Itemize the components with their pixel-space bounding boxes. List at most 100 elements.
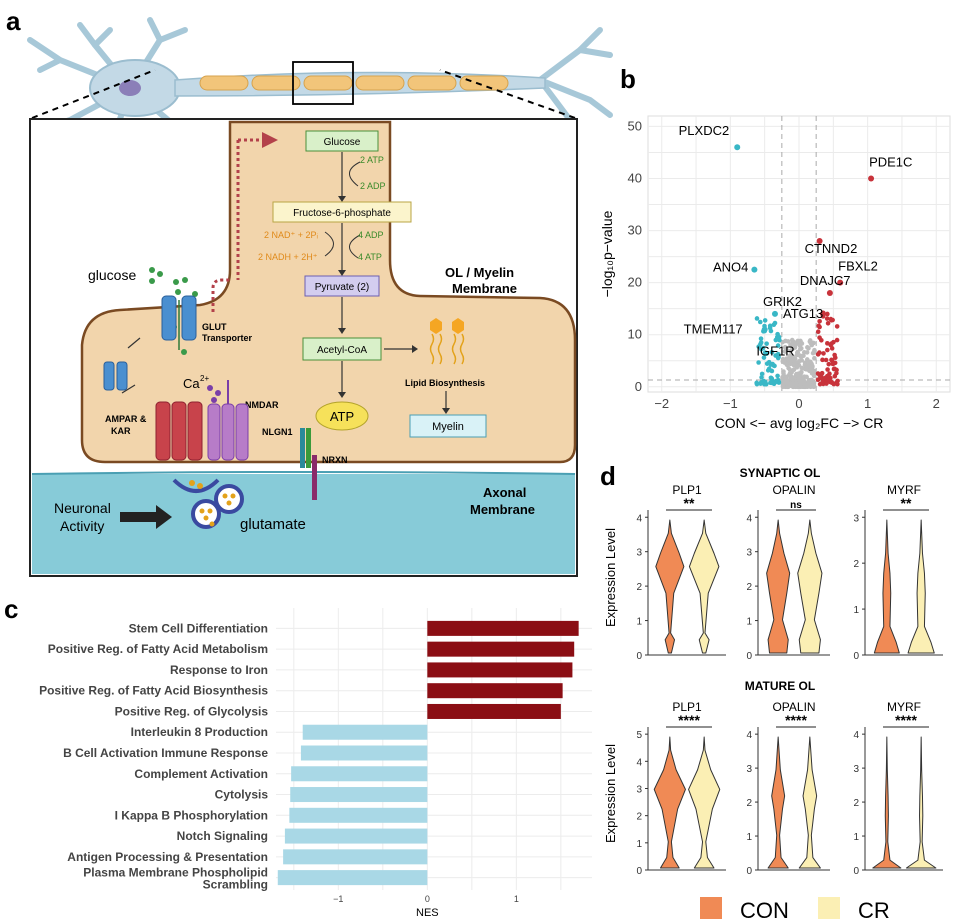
gene-point-ns xyxy=(798,354,804,360)
x-tick-label: −1 xyxy=(723,396,738,411)
gene-label: GRIK2 xyxy=(763,294,802,309)
gene-point-ns xyxy=(804,350,810,355)
gene-point-up xyxy=(820,379,825,385)
violin-cr xyxy=(798,736,821,869)
violin-tick-label: 3 xyxy=(636,548,642,559)
gene-point-up xyxy=(832,366,837,372)
svg-text:AMPAR &: AMPAR & xyxy=(105,414,147,424)
violin-con xyxy=(873,519,900,654)
gene-point-down xyxy=(769,368,775,374)
violin-tick-label: 1 xyxy=(746,832,752,843)
gene-point-ns xyxy=(784,380,790,386)
gene-point-up xyxy=(815,329,821,335)
violin-gene-title: OPALIN xyxy=(772,483,815,497)
significance-label: **** xyxy=(678,712,700,728)
svg-text:2 NAD⁺ + 2Pᵢ: 2 NAD⁺ + 2Pᵢ xyxy=(264,230,318,240)
gene-point-ns xyxy=(791,362,797,368)
gene-point-up xyxy=(834,337,840,343)
svg-text:OL / Myelin: OL / Myelin xyxy=(445,265,514,280)
panel-a-letter: a xyxy=(6,6,21,36)
gene-point-ns xyxy=(805,345,810,350)
gene-point-ns xyxy=(799,358,805,363)
gene-point-down xyxy=(767,323,773,329)
svg-text:GLUT: GLUT xyxy=(202,322,227,332)
glut-transporter-icon xyxy=(161,295,197,350)
labeled-gene-point xyxy=(761,326,768,333)
gene-point-up xyxy=(829,341,834,346)
gene-point-down xyxy=(754,381,760,386)
violin-con xyxy=(653,736,686,869)
panel-b-letter: b xyxy=(620,64,636,94)
gene-label: PLXDC2 xyxy=(679,123,730,138)
significance-label: **** xyxy=(895,712,917,728)
category-label: Complement Activation xyxy=(134,767,268,781)
y-tick-label: 20 xyxy=(628,275,642,290)
svg-text:Membrane: Membrane xyxy=(452,281,517,296)
gene-point-ns xyxy=(804,374,809,380)
violin-y-label: Expression Level xyxy=(603,528,618,627)
violin-tick-label: 0 xyxy=(746,866,752,877)
gene-point-down xyxy=(775,343,781,348)
violin-tick-label: 4 xyxy=(746,730,752,741)
labeled-gene-point xyxy=(734,144,741,151)
gene-point-up xyxy=(817,335,822,340)
gene-point-ns xyxy=(811,368,817,374)
x-tick-label: 0 xyxy=(425,894,430,904)
gene-point-down xyxy=(775,373,780,379)
gene-point-down xyxy=(764,341,769,346)
violin-gene-title: PLP1 xyxy=(672,700,702,714)
gene-point-down xyxy=(764,351,769,357)
gene-point-up xyxy=(834,370,839,376)
labeled-gene-point xyxy=(837,279,844,286)
nes-bar xyxy=(427,683,563,699)
violin-tick-label: 3 xyxy=(853,764,859,775)
gene-point-down xyxy=(757,319,763,325)
svg-text:KAR: KAR xyxy=(111,426,131,436)
violin-cr xyxy=(688,519,720,654)
nlgn1-nrxn-icon xyxy=(300,428,317,500)
nes-bar xyxy=(291,766,428,782)
violin-cr xyxy=(905,736,937,869)
panel-c-letter: c xyxy=(4,594,18,624)
svg-text:4 ATP: 4 ATP xyxy=(358,252,382,262)
y-tick-label: 40 xyxy=(628,170,642,185)
legend-con-swatch xyxy=(700,897,722,919)
gene-point-ns xyxy=(794,371,800,377)
svg-text:2 NADH + 2H⁺: 2 NADH + 2H⁺ xyxy=(258,252,318,262)
violin-tick-label: 2 xyxy=(636,582,642,593)
gene-point-down xyxy=(762,318,768,323)
category-label: Positive Reg. of Fatty Acid Biosynthesis xyxy=(39,684,268,698)
violin-tick-label: 2 xyxy=(853,559,859,570)
gene-label: FBXL2 xyxy=(838,259,878,274)
svg-text:NRXN: NRXN xyxy=(322,455,348,465)
svg-text:Myelin: Myelin xyxy=(432,421,464,433)
gene-point-ns xyxy=(780,356,786,362)
svg-text:Fructose-6-phosphate: Fructose-6-phosphate xyxy=(293,208,391,219)
svg-text:Axonal: Axonal xyxy=(483,485,526,500)
svg-text:Transporter: Transporter xyxy=(202,333,253,343)
violin-tick-label: 3 xyxy=(636,784,642,795)
glucose-box: Glucose xyxy=(305,130,379,152)
gene-point-down xyxy=(754,316,760,321)
gene-point-up xyxy=(828,316,834,322)
axon-region xyxy=(32,474,575,574)
y-tick-label: 10 xyxy=(628,327,642,342)
labeled-gene-point xyxy=(820,310,827,317)
gene-point-up xyxy=(826,361,832,367)
gene-point-down xyxy=(773,353,778,358)
svg-text:NLGN1: NLGN1 xyxy=(262,427,293,437)
violin-y-label: Expression Level xyxy=(603,744,618,843)
violin-gene-title: PLP1 xyxy=(672,483,702,497)
gene-point-up xyxy=(815,352,821,357)
gene-point-ns xyxy=(797,343,803,348)
gene-point-ns xyxy=(799,369,804,375)
nes-bar xyxy=(302,724,428,740)
gene-label: IGF1R xyxy=(756,343,794,358)
category-label: Positive Reg. of Glycolysis xyxy=(115,704,269,718)
gene-point-up xyxy=(832,352,837,358)
labeled-gene-point xyxy=(771,310,778,317)
violin-tick-label: 4 xyxy=(746,513,752,524)
nes-bar xyxy=(277,870,428,886)
gene-point-up xyxy=(829,380,835,385)
